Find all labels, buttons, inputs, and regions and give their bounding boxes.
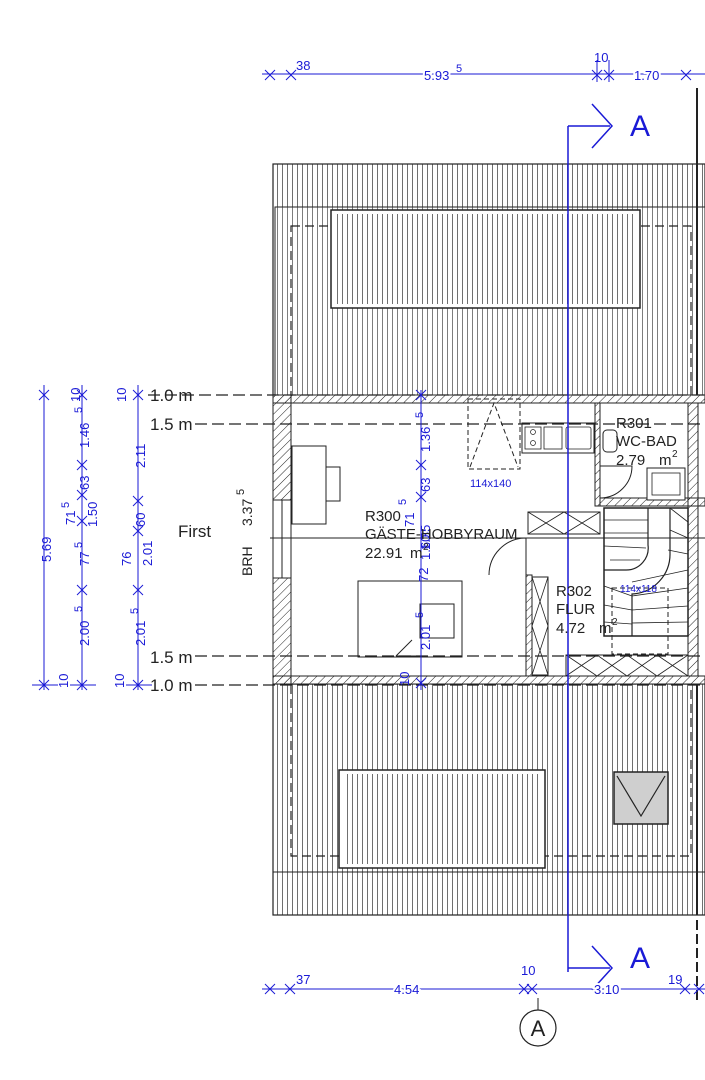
bottom-dim-2: 4.54 bbox=[394, 982, 419, 997]
top-dim-2: 5.93 bbox=[424, 68, 449, 83]
left-dim-c2-g: 2.00 bbox=[77, 621, 92, 646]
left-dim-c2-a: 10 bbox=[68, 388, 83, 402]
room-r300-unit: m bbox=[410, 545, 423, 562]
skylight-label-1: 114x140 bbox=[470, 478, 511, 490]
level-label-2: 1.5 m bbox=[150, 415, 193, 434]
top-dimension-chain bbox=[262, 60, 705, 82]
bottom-dim-4: 3.10 bbox=[594, 982, 619, 997]
cabinet-bottom bbox=[565, 654, 689, 677]
left-dim-c2-d-sup: 5 bbox=[60, 502, 72, 508]
room-r302-id: R302 bbox=[556, 583, 592, 600]
left-dim-c3-f-sup: 5 bbox=[129, 608, 141, 614]
left-dim-c3-b: 2.11 bbox=[133, 444, 148, 468]
brh-value: 3.37 bbox=[239, 499, 255, 526]
room-r300-label: R300 GÄSTE-HOBBYRAUM 22.91 m 2 bbox=[365, 508, 518, 562]
room-r300-id: R300 bbox=[365, 508, 401, 525]
level-label-3: 1.5 m bbox=[150, 648, 193, 667]
room-r302-label: R302 FLUR 4.72 m 2 bbox=[556, 583, 618, 637]
top-dim-1: 38 bbox=[296, 58, 310, 73]
left-dim-total: 5.69 bbox=[39, 537, 54, 562]
left-dim-c2-g-sup: 5 bbox=[73, 606, 85, 612]
room-r300-name: GÄSTE-HOBBYRAUM bbox=[365, 526, 518, 543]
inner-dim-4-sup: 5 bbox=[397, 499, 409, 505]
left-dimension-chains bbox=[32, 385, 152, 691]
roof-upper bbox=[272, 163, 705, 397]
brh-sup: 5 bbox=[235, 489, 247, 495]
kitchen-sink bbox=[521, 422, 595, 454]
inner-dim-1-sup: 5 bbox=[414, 412, 426, 418]
inner-dim-4: 71 bbox=[402, 513, 417, 527]
room-skylight bbox=[467, 398, 521, 470]
axis-marker-letter: A bbox=[531, 1016, 546, 1041]
left-dim-c2-f-sup: 5 bbox=[73, 542, 85, 548]
left-dim-c3-a: 10 bbox=[114, 388, 129, 402]
inner-dim-1: 1.36 bbox=[418, 427, 433, 452]
cabinet-upper bbox=[527, 511, 601, 535]
room-r301-label: R301 WC-BAD 2.79 m 2 bbox=[616, 415, 678, 469]
height-lines bbox=[148, 394, 705, 686]
room-r301-unit-sup: 2 bbox=[672, 449, 678, 460]
bottom-dim-3: 10 bbox=[521, 963, 535, 978]
left-dim-c2-b-sup: 5 bbox=[73, 407, 85, 413]
skylight-label-2: 114x118 bbox=[620, 584, 657, 595]
level-label-1: 1.0 m bbox=[150, 386, 193, 405]
inner-dim-6-sup: 5 bbox=[414, 612, 426, 618]
left-dim-c2-d: 71 bbox=[63, 511, 78, 525]
inner-dimension-chain bbox=[415, 389, 427, 690]
section-marker-top: A bbox=[630, 110, 650, 143]
bottom-dim-1: 37 bbox=[296, 972, 310, 987]
cabinet-left bbox=[531, 576, 549, 676]
room-r301-id: R301 bbox=[616, 415, 652, 432]
wc-fixtures bbox=[602, 429, 686, 501]
top-dim-2-sup: 5 bbox=[456, 63, 462, 75]
room-r302-area: 4.72 bbox=[556, 620, 585, 637]
room-r302-name: FLUR bbox=[556, 601, 595, 618]
left-dim-c2-e: 1.50 bbox=[85, 502, 100, 527]
room-r302-unit-sup: 2 bbox=[612, 617, 618, 628]
room-r300-unit-sup: 2 bbox=[423, 542, 429, 553]
room-r301-area: 2.79 bbox=[616, 452, 645, 469]
inner-dim-2: 63 bbox=[418, 478, 433, 492]
window-label: First bbox=[178, 522, 211, 541]
brh-label: BRH bbox=[239, 546, 255, 576]
inner-dim-3: 1.60 bbox=[418, 535, 433, 560]
room-r302-unit: m bbox=[599, 620, 612, 637]
staircase bbox=[603, 507, 689, 637]
left-dim-c3-d: 76 bbox=[119, 552, 134, 566]
axis-marker: A bbox=[519, 998, 557, 1047]
room-r301-name: WC-BAD bbox=[616, 433, 677, 450]
left-dim-c3-g: 10 bbox=[112, 674, 127, 688]
room-r300-area: 22.91 bbox=[365, 545, 403, 562]
level-label-4: 1.0 m bbox=[150, 676, 193, 695]
left-dim-c3-c: 60 bbox=[133, 513, 148, 527]
inner-dim-7: 10 bbox=[397, 672, 412, 686]
left-dim-c2-b: 1.46 bbox=[77, 423, 92, 448]
bottom-dim-5: 19 bbox=[668, 972, 682, 987]
desk bbox=[291, 445, 341, 525]
inner-dim-5: 72 bbox=[416, 568, 431, 582]
inner-dim-8: 1.35 bbox=[418, 525, 433, 550]
left-dim-c2-c: 63 bbox=[77, 476, 92, 490]
section-marker-bottom: A bbox=[630, 942, 650, 975]
bottom-dimension-chain bbox=[262, 983, 705, 995]
left-dim-c2-f: 77 bbox=[77, 552, 92, 566]
left-dim-c3-f: 2.01 bbox=[133, 621, 148, 646]
left-dim-c3-e: 2.01 bbox=[140, 541, 155, 566]
inner-dim-6: 2.01 bbox=[418, 625, 433, 650]
top-dim-3: 10 bbox=[594, 50, 608, 65]
room-r301-unit: m bbox=[659, 452, 672, 469]
floor-area bbox=[272, 394, 705, 685]
roof-lower bbox=[272, 683, 705, 916]
top-dim-4: 1.70 bbox=[634, 68, 659, 83]
left-dim-c2-h: 10 bbox=[56, 674, 71, 688]
bed bbox=[357, 580, 463, 658]
chimney bbox=[613, 771, 669, 825]
